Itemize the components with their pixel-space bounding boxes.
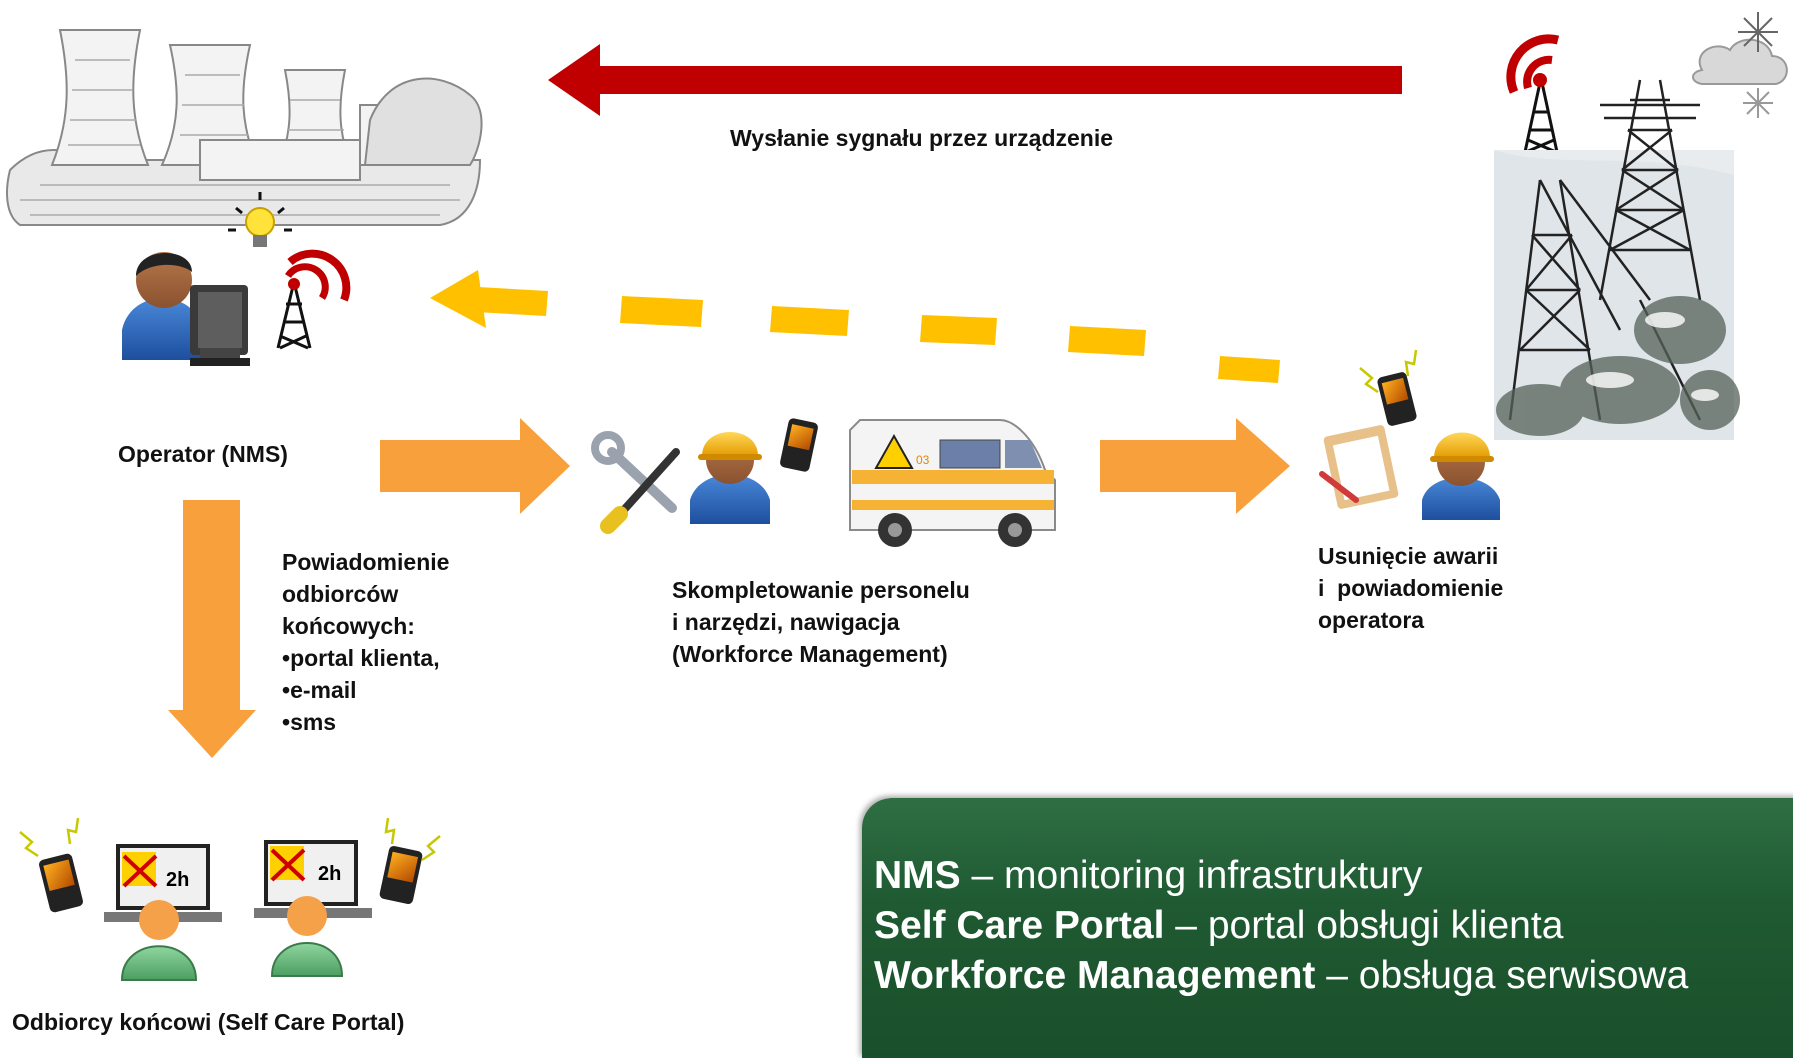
legend-term: Workforce Management — [874, 954, 1316, 997]
legend-separator: – — [960, 854, 1005, 897]
power-plant-illustration — [6, 29, 483, 226]
legend-term: Self Care Portal — [874, 904, 1165, 947]
legend-description: obsługa serwisowa — [1358, 954, 1689, 997]
svg-text:2h: 2h — [318, 863, 341, 885]
repair-phone-icon — [1359, 349, 1418, 426]
end-users-label: Odbiorcy końcowi (Self Care Portal) — [12, 1009, 405, 1035]
signal-label: Wysłanie sygnału przez urządzenie — [730, 125, 1114, 151]
staffing-line: (Workforce Management) — [672, 641, 948, 667]
flow-arrow-operator-to-crew — [380, 418, 570, 514]
crew-worker-figure — [690, 432, 770, 524]
legend-separator: – — [1315, 954, 1359, 997]
damaged-power-tower-image — [1494, 79, 1740, 440]
mobile-phone-icon — [780, 418, 818, 472]
repair-worker-figure — [1422, 432, 1500, 520]
legend-separator: – — [1164, 904, 1208, 947]
staffing-line: Skompletowanie personelu — [672, 577, 970, 603]
repair-label: Usunięcie awarii i powiadomienie operato… — [1318, 540, 1503, 636]
legend-row-self-care-portal: Self Care Portal – portal obsługi klient… — [874, 902, 1563, 950]
repair-line: i powiadomienie — [1318, 575, 1504, 601]
outage-badge-right: 2h — [318, 863, 341, 885]
notification-channel-item: portal klienta, — [282, 642, 449, 674]
service-van-icon: 03 — [849, 419, 1056, 547]
snow-cloud-icon — [1692, 12, 1788, 118]
notification-title-line: końcowych: — [282, 613, 415, 639]
notification-channel-item: sms — [282, 706, 449, 738]
operator-antenna-icon — [276, 249, 351, 350]
device-signal-arrow — [548, 44, 1402, 116]
end-user-right: 2h — [254, 817, 441, 977]
svg-text:2h: 2h — [166, 869, 189, 891]
repair-line: operatora — [1318, 607, 1425, 633]
signal-antenna-icon — [1506, 34, 1560, 154]
outage-badge-left: 2h — [166, 869, 189, 891]
legend-description: monitoring infrastruktury — [1004, 854, 1423, 897]
van-number: 03 — [916, 453, 930, 467]
legend-row-nms: NMS – monitoring infrastruktury — [874, 852, 1422, 900]
operator-label: Operator (NMS) — [118, 441, 288, 467]
svg-text:03: 03 — [916, 453, 930, 467]
clipboard-icon — [1319, 425, 1399, 509]
notification-channel-item: e-mail — [282, 674, 449, 706]
notification-label: Powiadomienie odbiorców końcowych: porta… — [282, 546, 449, 738]
legend-box: NMS – monitoring infrastruktury Self Car… — [862, 798, 1793, 1058]
tools-icon — [591, 431, 680, 534]
staffing-label: Skompletowanie personelu i narzędzi, naw… — [672, 574, 970, 670]
end-user-left: 2h — [19, 817, 222, 981]
repair-line: Usunięcie awarii — [1318, 543, 1499, 569]
operator-notification-arrow — [430, 270, 1280, 383]
notification-channels-list: portal klienta, e-mail sms — [282, 642, 449, 738]
staffing-line: i narzędzi, nawigacja — [672, 609, 900, 635]
notification-title-line: odbiorców — [282, 581, 399, 607]
legend-term: NMS — [874, 854, 961, 897]
legend-row-workforce-management: Workforce Management – obsługa serwisowa — [874, 952, 1688, 1000]
notification-title-line: Powiadomienie — [282, 549, 450, 575]
legend-description: portal obsługi klienta — [1207, 904, 1564, 947]
flow-arrow-crew-to-repair — [1100, 418, 1290, 514]
flow-arrow-operator-to-end-users — [168, 500, 256, 758]
light-bulb-icon — [228, 192, 292, 247]
operator-figure — [122, 192, 292, 366]
